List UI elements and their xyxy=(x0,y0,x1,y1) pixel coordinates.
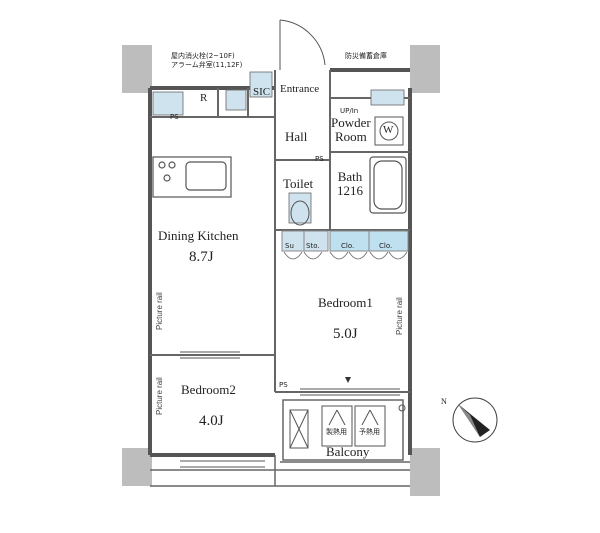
closet-doors xyxy=(283,251,408,260)
toilet-fixture xyxy=(290,200,310,226)
column-bottom-right xyxy=(410,448,440,496)
toilet-label: Toilet xyxy=(283,176,314,191)
unit-b-label: 予熱用 xyxy=(359,428,380,436)
clo-label-2: Clo. xyxy=(379,242,393,250)
balcony-label: Balcony xyxy=(326,444,370,459)
bath-label: Bath 1216 xyxy=(337,169,363,199)
compass-label: N xyxy=(441,397,447,406)
r-label: R xyxy=(200,92,208,104)
dining-kitchen-label: Dining Kitchen xyxy=(158,228,239,243)
closet-bands xyxy=(281,230,409,252)
column-top-right xyxy=(410,45,440,93)
hall-label: Hall xyxy=(285,129,308,144)
dining-kitchen-size: 8.7J xyxy=(189,249,214,265)
picture-rail-dk: Picture rail xyxy=(155,292,164,330)
bedroom1-label: Bedroom1 xyxy=(318,295,373,310)
ps-label-top: PS xyxy=(170,113,179,121)
sprinkler-note: 屋内消火栓(2~10F) xyxy=(171,52,235,60)
clo-label-1: Clo. xyxy=(341,242,355,250)
ac-units xyxy=(289,404,406,449)
compass-icon xyxy=(452,397,498,443)
washing-machine xyxy=(374,116,404,146)
picture-rail-bedroom2: Picture rail xyxy=(155,377,164,415)
bedroom2-label: Bedroom2 xyxy=(181,382,236,397)
column-top-left xyxy=(122,45,152,93)
balcony-outline xyxy=(150,399,410,487)
bedroom1-size: 5.0J xyxy=(333,326,358,342)
outer-walls xyxy=(148,68,412,457)
entrance-label: Entrance xyxy=(280,83,320,95)
picture-rail-bedroom1: Picture rail xyxy=(395,297,404,335)
inner-walls xyxy=(150,70,410,393)
up-in-label: UP/In xyxy=(340,107,359,115)
windows xyxy=(180,351,400,468)
storage-note: 防災備蓄倉庫 xyxy=(345,52,387,60)
bedroom2-size: 4.0J xyxy=(199,413,224,429)
powder-room-label: Powder Room xyxy=(331,115,371,145)
kitchen-counter xyxy=(152,156,232,198)
alarm-note: アラーム弁室(11,12F) xyxy=(171,61,243,69)
su-label: Su xyxy=(285,242,294,250)
blue-fixtures xyxy=(152,71,405,224)
bathtub xyxy=(369,156,407,214)
sto-label: Sto. xyxy=(306,242,320,250)
entrance-door xyxy=(279,19,326,70)
ps-label-bedroom: PS xyxy=(279,381,288,389)
direction-marker xyxy=(345,377,351,383)
sic-label: SIC xyxy=(253,86,271,98)
column-bottom-left xyxy=(122,448,152,486)
unit-a-label: 製熱用 xyxy=(326,428,347,436)
ps-label-hall: PS xyxy=(315,155,324,163)
w-label: W xyxy=(383,124,394,136)
